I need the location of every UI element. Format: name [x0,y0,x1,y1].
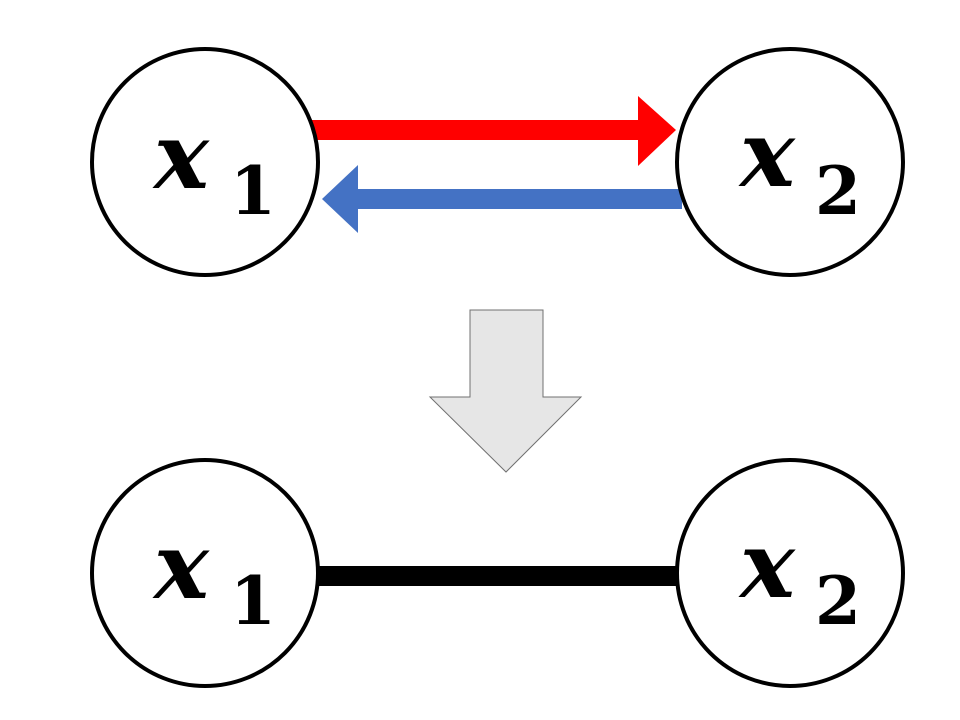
top-node-x1-variable: x [152,102,210,210]
bottom-node-x1-variable: x [152,512,210,620]
top-node-x2: x 2 [675,47,905,277]
bottom-node-x1: x 1 [90,458,320,688]
backward-arrow-icon [322,165,682,233]
top-node-x2-variable: x [738,100,796,208]
top-node-x2-subscript: 2 [815,152,861,230]
bottom-node-x1-subscript: 1 [230,562,276,640]
down-arrow-icon [428,309,583,473]
top-node-x1-subscript: 1 [230,152,276,230]
top-node-x1: x 1 [90,47,320,277]
bottom-graph: x 1 x 2 [90,458,905,688]
bottom-node-x2-variable: x [738,511,796,619]
bottom-node-x2: x 2 [675,458,905,688]
forward-arrow-icon [312,96,676,166]
top-graph: x 1 x 2 [90,47,905,277]
undirected-edge [312,566,682,586]
bottom-node-x2-subscript: 2 [815,562,861,640]
